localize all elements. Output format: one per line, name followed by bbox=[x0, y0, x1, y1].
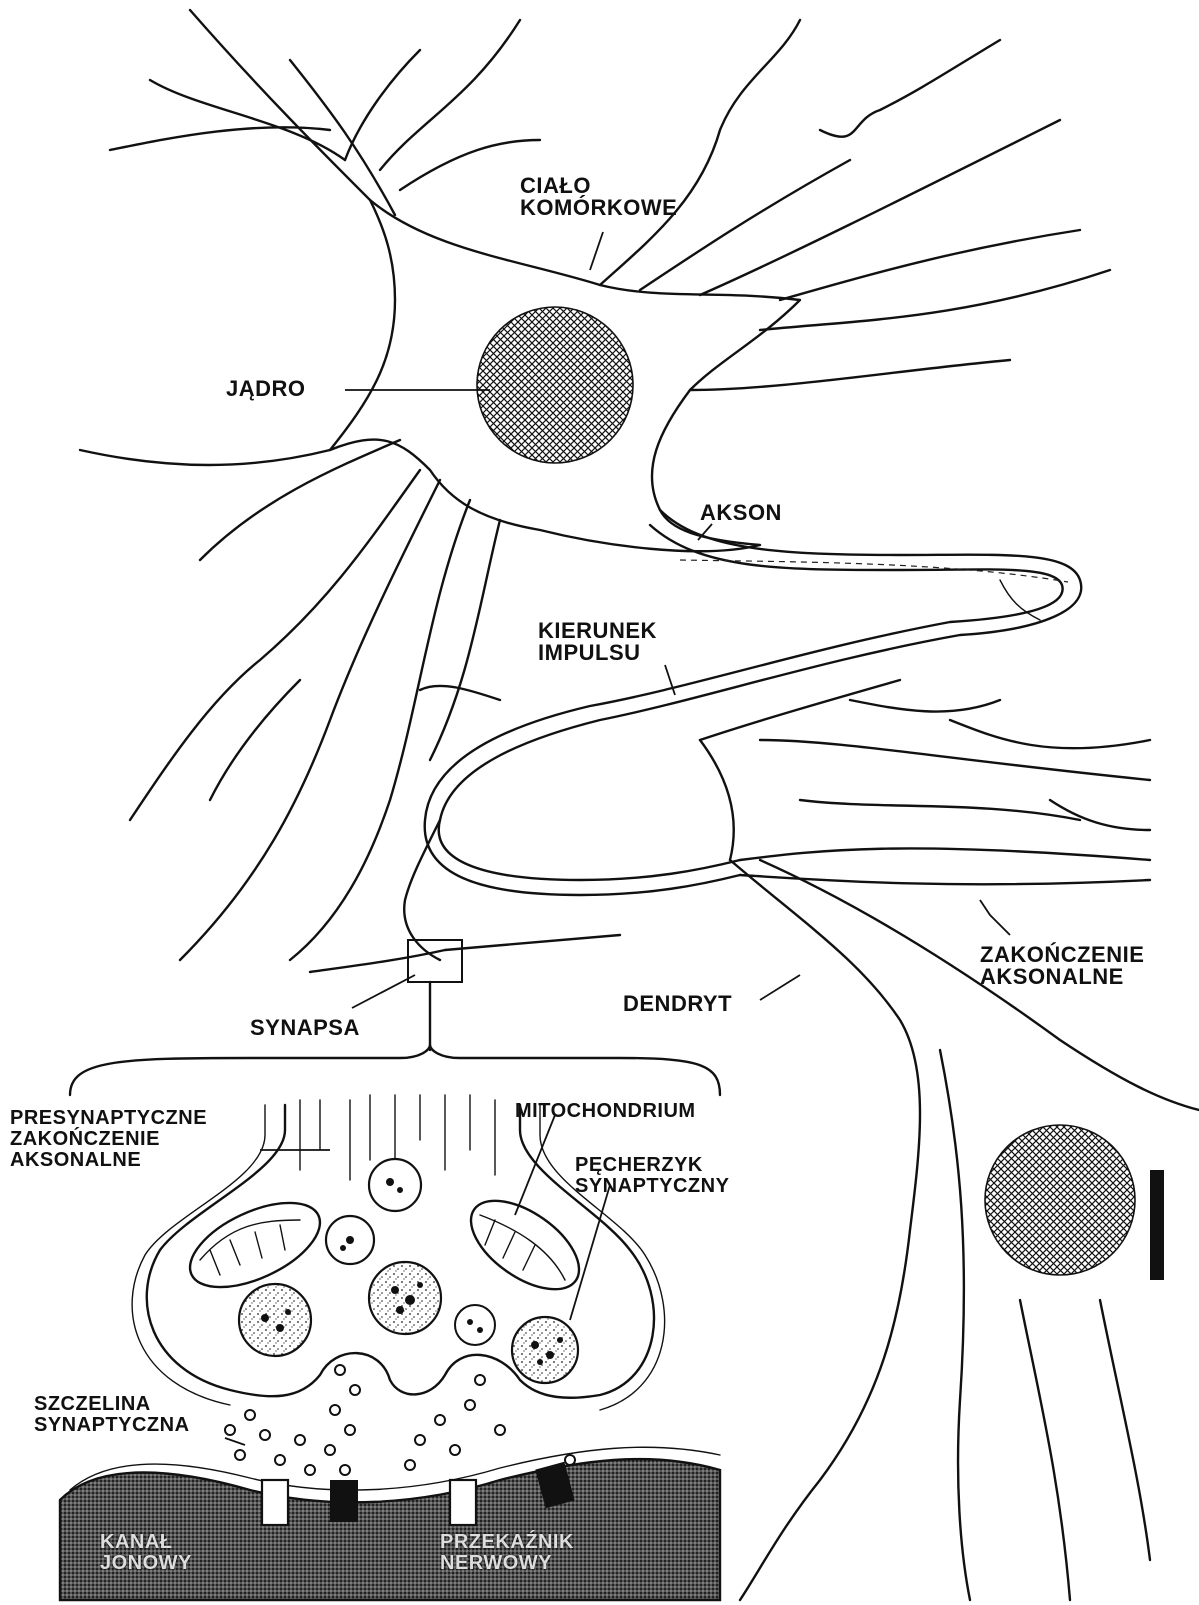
dendrites-lower-left bbox=[80, 440, 500, 960]
label-impulse-direction: KIERUNEK IMPULSU bbox=[538, 620, 657, 664]
label-axon: AKSON bbox=[700, 502, 782, 524]
axon-terminals bbox=[310, 680, 1150, 972]
label-axon-terminal: ZAKOŃCZENIE AKSONALNE bbox=[980, 944, 1144, 988]
label-dendrite: DENDRYT bbox=[623, 993, 732, 1015]
label-nucleus: JĄDRO bbox=[226, 378, 306, 400]
label-synaptic-vesicle: PĘCHERZYK SYNAPTYCZNY bbox=[575, 1155, 729, 1197]
label-synaptic-cleft: SZCZELINA SYNAPTYCZNA bbox=[34, 1394, 190, 1436]
label-mitochondrion: MITOCHONDRIUM bbox=[515, 1101, 696, 1122]
label-neurotransmitter: PRZEKAŹNIK NERWOWY bbox=[440, 1532, 574, 1574]
axon bbox=[425, 510, 1082, 895]
label-presynaptic-terminal: PRESYNAPTYCZNE ZAKOŃCZENIE AKSONALNE bbox=[10, 1108, 207, 1171]
postsynaptic-membrane bbox=[60, 1447, 720, 1600]
synapse-zoom bbox=[70, 940, 720, 1095]
label-cell-body: CIAŁO KOMÓRKOWE bbox=[520, 175, 677, 219]
label-ion-channel: KANAŁ JONOWY bbox=[100, 1532, 192, 1574]
nucleus bbox=[477, 307, 633, 463]
label-synapse: SYNAPSA bbox=[250, 1017, 360, 1039]
presynaptic-terminal bbox=[132, 1095, 665, 1410]
